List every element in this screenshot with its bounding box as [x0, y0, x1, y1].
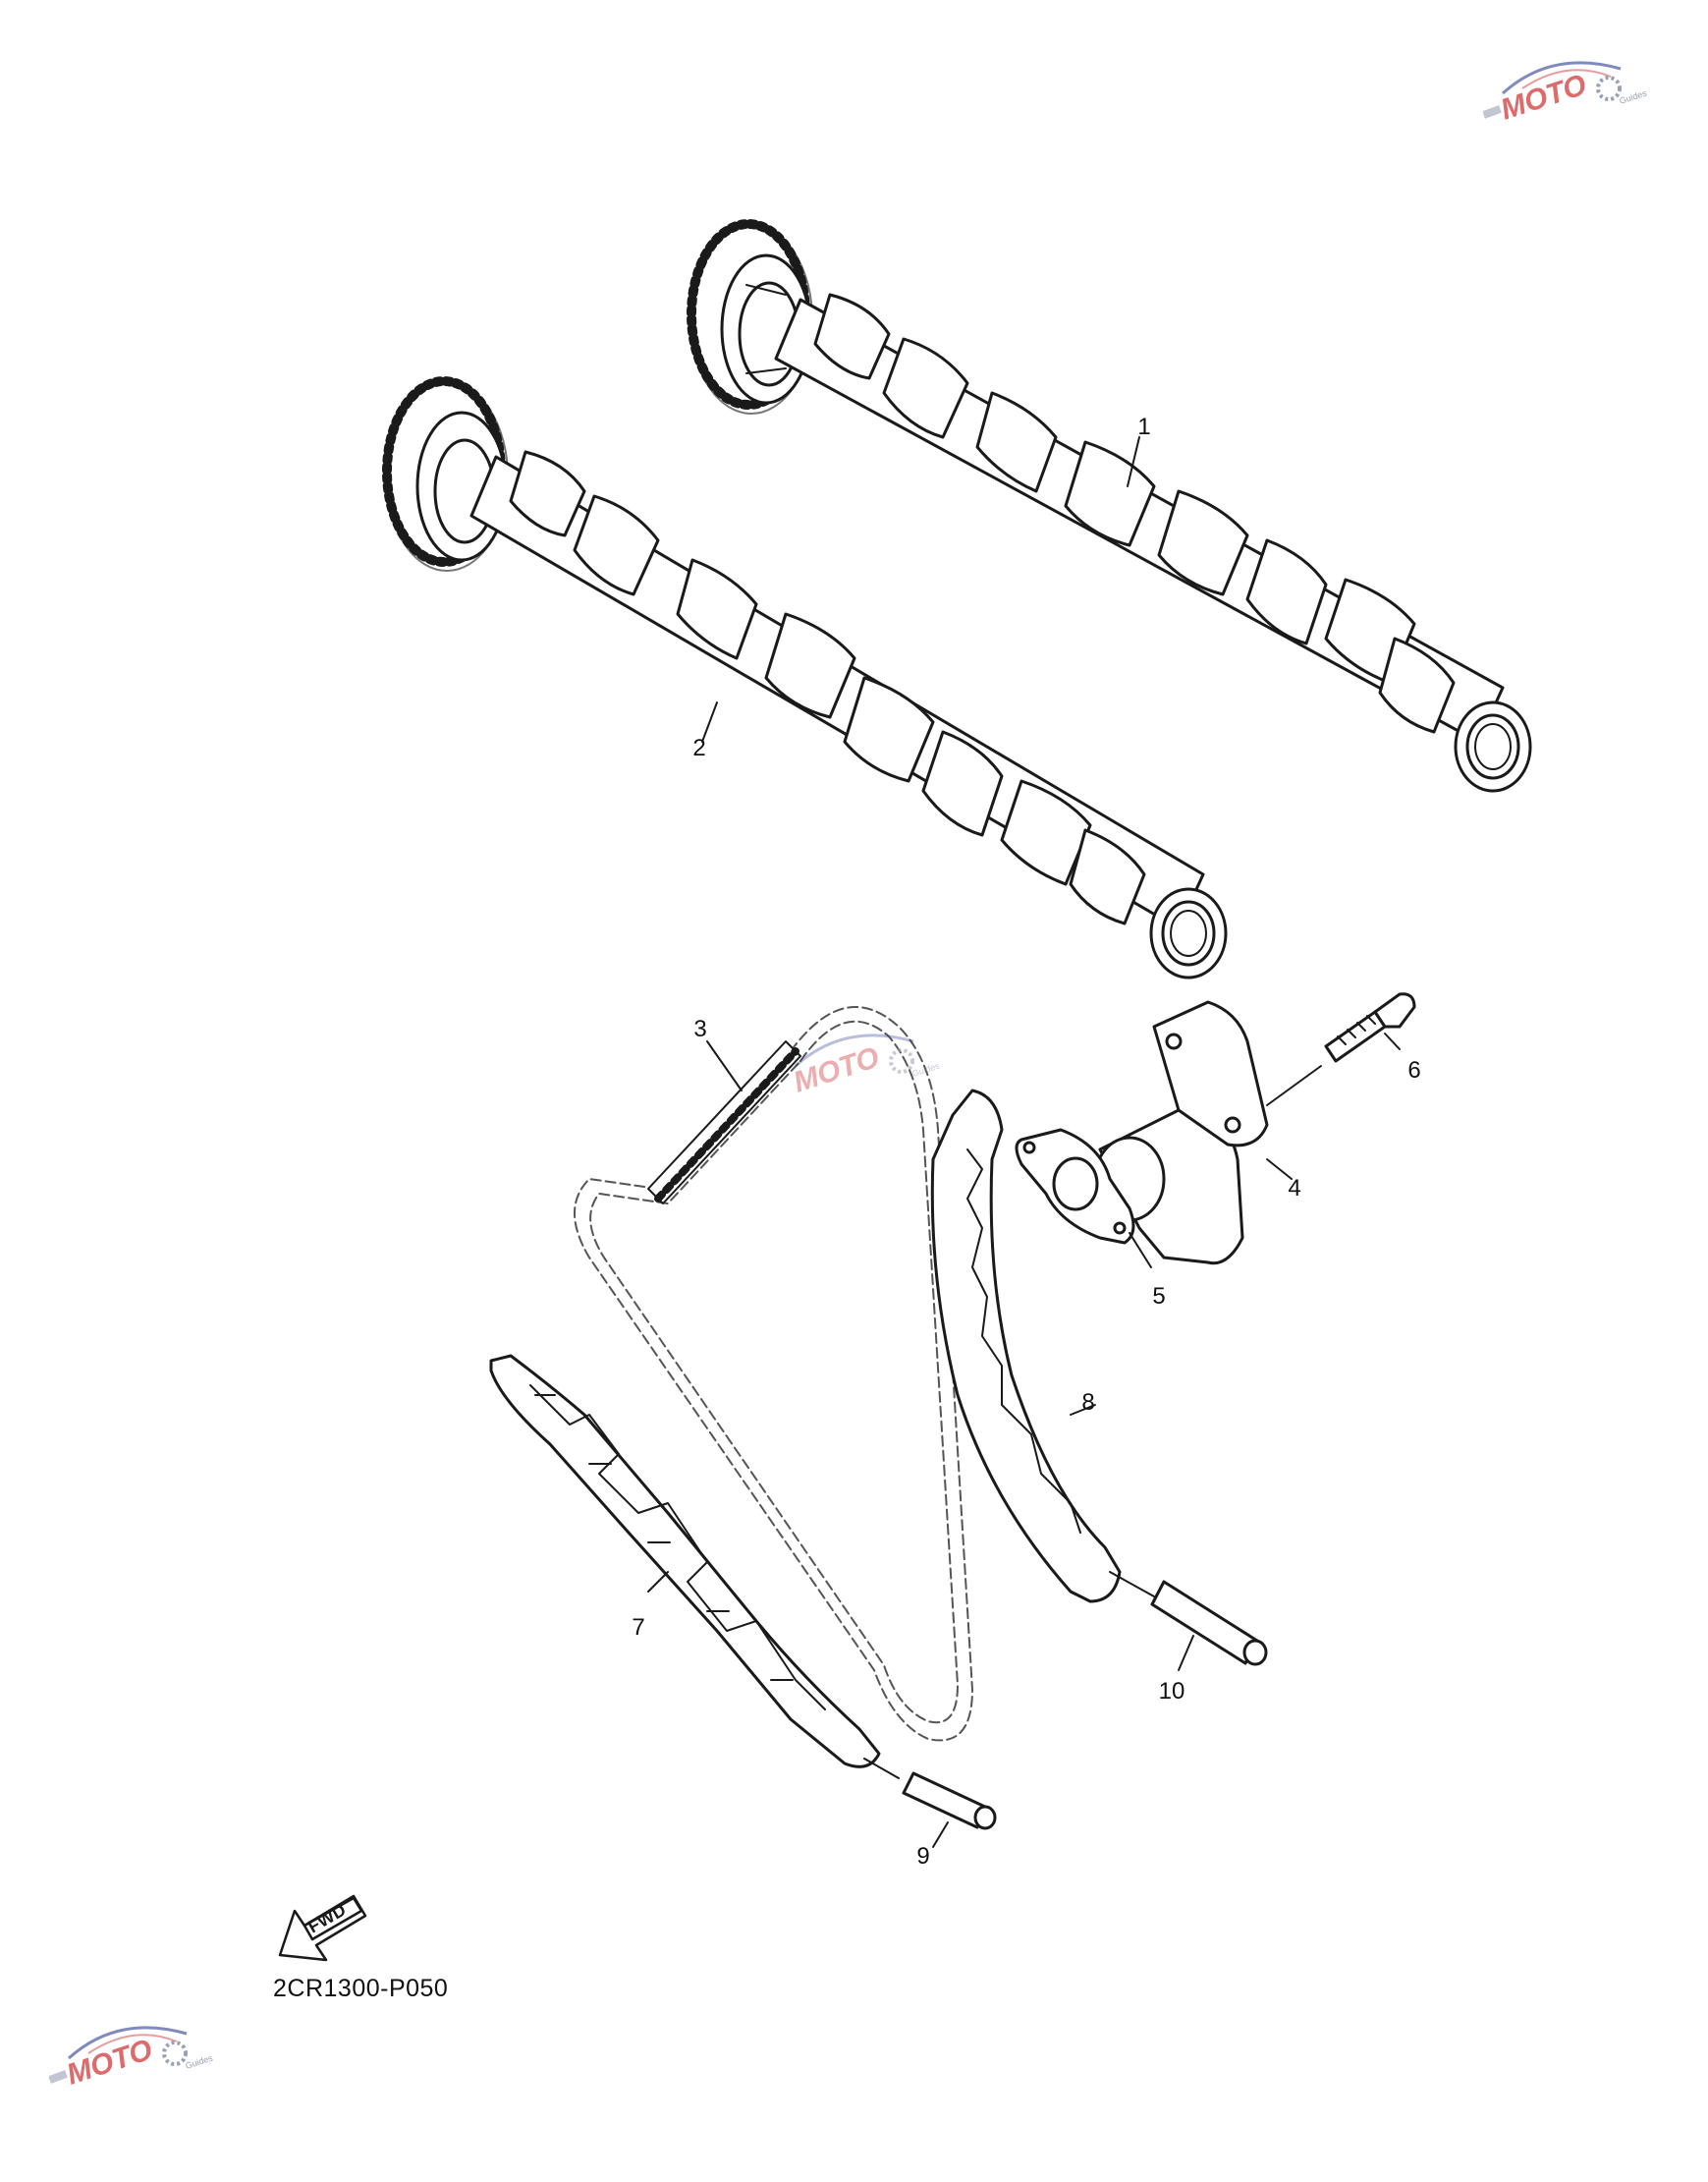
- watermark-tagline: Guides: [911, 1060, 942, 1078]
- callout-2: 2: [692, 735, 706, 761]
- callout-3: 3: [693, 1016, 707, 1042]
- chain-guide-7: [489, 1354, 881, 1768]
- callout-7: 7: [632, 1614, 645, 1641]
- callout-10: 10: [1158, 1678, 1185, 1705]
- watermark-logo-text: MOTO: [790, 1041, 883, 1099]
- diagram-code: 2CR1300-P050: [273, 1975, 449, 2002]
- pin-10: [1109, 1571, 1268, 1671]
- camshaft-2: [382, 376, 1228, 979]
- callout-4: 4: [1288, 1175, 1301, 1202]
- cam-chain-3: [574, 1006, 973, 1742]
- callout-6: 6: [1407, 1057, 1421, 1084]
- gasket-5: [1015, 1128, 1152, 1268]
- bolt-6: [1324, 992, 1416, 1063]
- callout-8: 8: [1081, 1389, 1095, 1416]
- watermark-tagline: Guides: [1619, 87, 1649, 105]
- callout-5: 5: [1152, 1283, 1166, 1310]
- pin-9: [863, 1758, 997, 1848]
- watermark-tagline: Guides: [185, 2052, 215, 2070]
- callout-1: 1: [1137, 414, 1151, 440]
- fwd-arrow-icon: [278, 1894, 367, 1962]
- leader-lines: [701, 436, 1293, 1180]
- watermark-logo-top-right: MOTO Guides: [1482, 49, 1650, 128]
- callout-9: 9: [916, 1843, 930, 1870]
- watermark-logo-bottom-left: MOTO Guides: [48, 2014, 216, 2093]
- watermark-logo-center: MOTO Guides: [776, 1022, 943, 1100]
- tensioner-4: [1093, 1000, 1322, 1265]
- chain-guide-8: [930, 1089, 1122, 1603]
